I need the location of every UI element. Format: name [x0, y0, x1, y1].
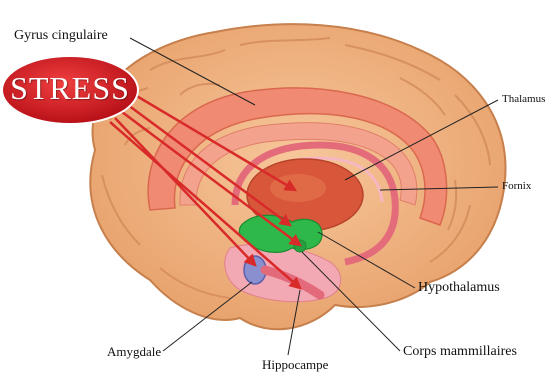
- label-fornix: Fornix: [502, 180, 531, 192]
- label-thalamus: Thalamus: [502, 93, 545, 105]
- stress-label: STRESS: [0, 70, 140, 107]
- label-hippocampe: Hippocampe: [262, 357, 328, 373]
- label-corps-mammillaires: Corps mammillaires: [403, 344, 517, 360]
- label-hypothalamus: Hypothalamus: [418, 280, 500, 296]
- label-amygdale: Amygdale: [107, 344, 161, 360]
- label-gyrus-cingulaire: Gyrus cingulaire: [14, 28, 108, 44]
